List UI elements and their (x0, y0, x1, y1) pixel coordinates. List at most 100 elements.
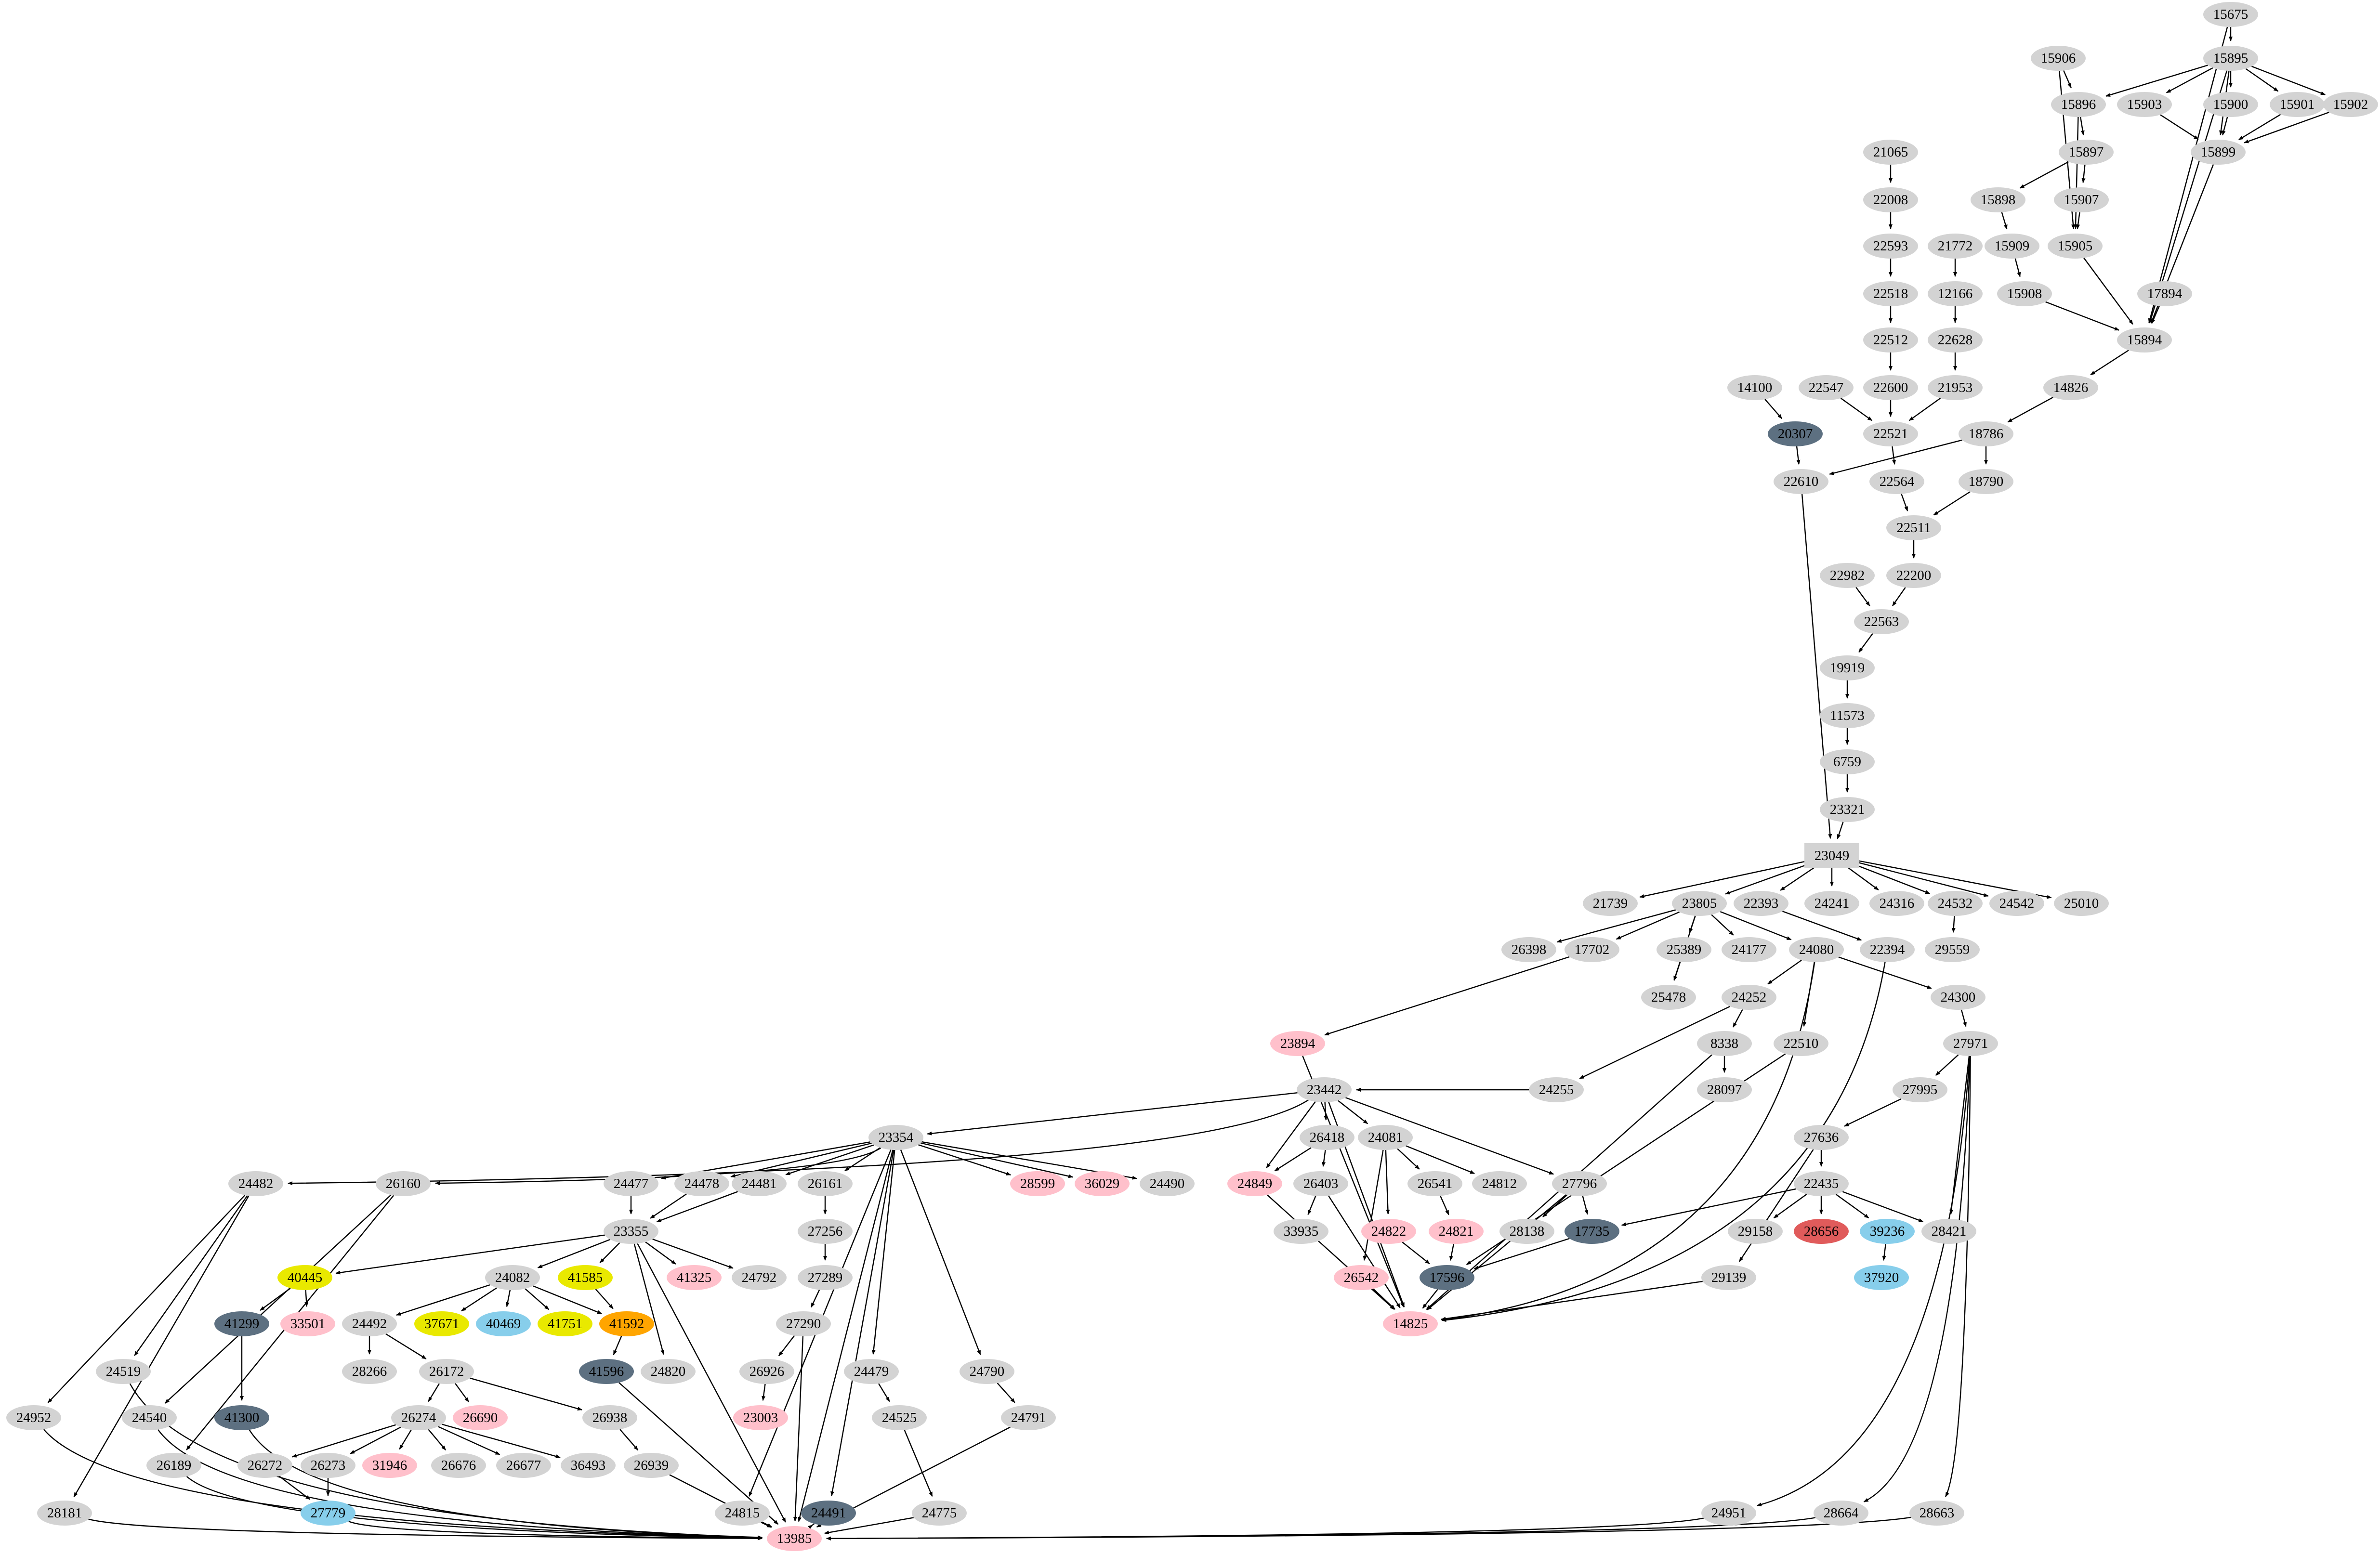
graph-node: 15896 (2051, 92, 2106, 117)
graph-node: 27796 (1552, 1171, 1607, 1196)
graph-node: 22610 (1774, 469, 1828, 494)
graph-node-label: 25010 (2064, 895, 2099, 911)
graph-node: 41596 (579, 1359, 634, 1384)
graph-node-label: 24481 (741, 1175, 777, 1191)
graph-edge (186, 1476, 763, 1540)
graph-node: 31946 (362, 1453, 417, 1478)
graph-node: 24542 (1989, 891, 2044, 916)
graph-edge (1582, 1196, 1589, 1215)
graph-edge (1441, 962, 1886, 1322)
graph-edge (428, 1429, 447, 1450)
graph-node-label: 24177 (1731, 941, 1767, 957)
graph-edge (1385, 1149, 1390, 1214)
graph-node: 23321 (1820, 797, 1875, 822)
graph-node: 12166 (1928, 281, 1983, 306)
graph-node: 27290 (776, 1311, 831, 1336)
graph-edge (1324, 1102, 1328, 1121)
graph-node-label: 14825 (1393, 1316, 1428, 1332)
graph-node: 15908 (1997, 281, 2052, 306)
graph-node-label: 17596 (1429, 1269, 1465, 1285)
graph-edge (793, 1336, 804, 1522)
graph-edge (1738, 1149, 1814, 1262)
graph-node-label: 21953 (1937, 379, 1973, 395)
graph-node: 26939 (624, 1453, 679, 1478)
graph-node: 24300 (1931, 985, 1986, 1010)
graph-node-label: 24479 (854, 1363, 889, 1379)
graph-edge (2001, 212, 2008, 230)
graph-node-label: 22435 (1803, 1175, 1839, 1191)
graph-edge (2105, 65, 2208, 97)
graph-edge (1711, 914, 1734, 936)
graph-node-label: 26161 (807, 1175, 843, 1191)
graph-node: 13985 (767, 1526, 822, 1551)
graph-node-label: 22600 (1873, 379, 1908, 395)
graph-edge (1835, 1194, 1869, 1219)
graph-node: 33501 (280, 1311, 335, 1336)
graph-node: 27995 (1893, 1077, 1947, 1102)
graph-node: 37671 (414, 1311, 469, 1336)
graph-node: 22547 (1799, 375, 1854, 400)
graph-node: 26398 (1501, 937, 1556, 962)
graph-edge (437, 1426, 500, 1455)
graph-node: 29559 (1925, 937, 1980, 962)
graph-node-label: 11573 (1830, 707, 1865, 723)
graph-edge (399, 1429, 412, 1450)
graph-edge (1773, 1194, 1807, 1219)
graph-node-label: 15897 (2068, 144, 2104, 160)
graph-node: 24241 (1804, 891, 1859, 916)
graph-edge (291, 1424, 396, 1458)
graph-edge (1406, 1145, 1475, 1175)
graph-node-label: 33935 (1283, 1223, 1319, 1239)
graph-node-label: 22521 (1873, 426, 1908, 442)
graph-node: 15900 (2203, 92, 2258, 117)
graph-node-label: 19919 (1829, 660, 1865, 676)
graph-edge (134, 1195, 248, 1356)
graph-node: 15903 (2117, 92, 2172, 117)
graph-edge (2090, 350, 2129, 376)
graph-edge (1858, 633, 1873, 653)
graph-edge (878, 1383, 890, 1402)
graph-edge (1673, 962, 1681, 981)
graph-node-label: 26160 (385, 1175, 421, 1191)
graph-node-label: 26926 (749, 1363, 785, 1379)
graph-node: 26274 (391, 1405, 446, 1430)
graph-node-label: 23003 (743, 1410, 778, 1425)
graph-node-label: 26676 (441, 1457, 476, 1473)
graph-node: 15894 (2117, 327, 2172, 353)
graph-node-label: 15900 (2213, 96, 2249, 112)
graph-edge (1473, 1238, 1570, 1270)
graph-node-label: 18786 (1968, 426, 2004, 442)
graph-node-label: 26273 (310, 1457, 346, 1473)
graph-node: 24316 (1869, 891, 1924, 916)
graph-edge (2074, 117, 2079, 229)
graph-node: 8338 (1697, 1031, 1752, 1056)
graph-edge (1322, 1149, 1326, 1167)
graph-node: 22982 (1820, 563, 1875, 588)
graph-edge (1307, 1196, 1316, 1215)
graph-node: 22521 (1863, 421, 1918, 446)
graph-edge (637, 1243, 786, 1523)
graph-node: 40445 (277, 1265, 332, 1290)
graph-node-label: 24790 (969, 1363, 1005, 1379)
graph-edge (2151, 306, 2160, 324)
graph-edge (613, 1336, 622, 1356)
graph-node-label: 24791 (1011, 1410, 1046, 1425)
graph-edge (1363, 1149, 1384, 1261)
graph-node-label: 33501 (290, 1316, 326, 1332)
graph-node: 28656 (1794, 1219, 1849, 1244)
graph-node: 41325 (667, 1265, 722, 1290)
graph-edge (1397, 1148, 1420, 1170)
graph-node: 6759 (1820, 749, 1875, 774)
graph-node-label: 28266 (352, 1363, 387, 1379)
graph-edge (88, 1518, 763, 1541)
graph-node: 24492 (342, 1311, 397, 1336)
graph-node-label: 27971 (1953, 1035, 1988, 1051)
graph-node: 23049 (1804, 843, 1859, 868)
graph-node: 39236 (1860, 1219, 1915, 1244)
graph-node: 41300 (214, 1405, 269, 1430)
graph-node: 21739 (1583, 891, 1638, 916)
graph-edge (1844, 1098, 1902, 1127)
graph-node: 28664 (1814, 1501, 1868, 1526)
graph-node: 24252 (1722, 985, 1776, 1010)
graph-edge (1427, 1194, 1567, 1310)
